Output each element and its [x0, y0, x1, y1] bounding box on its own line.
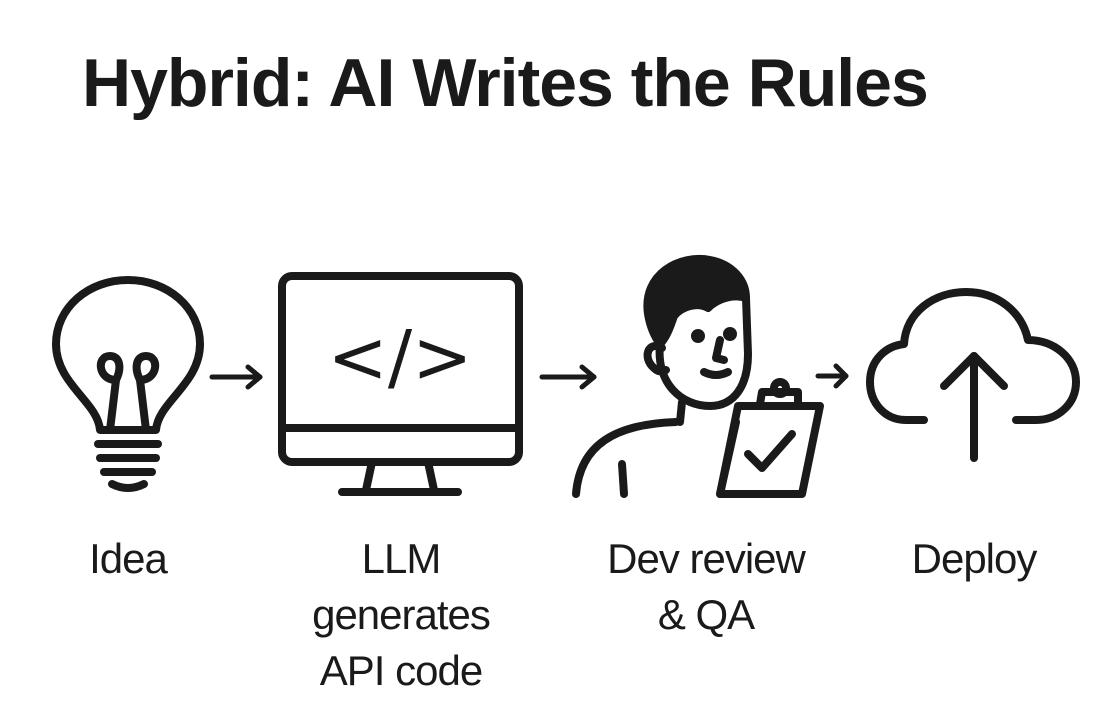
step-label-line: LLM: [361, 535, 442, 582]
monitor-code-icon: </>: [278, 272, 523, 500]
arrow-right-icon: [539, 364, 600, 390]
developer-clipboard-icon: [570, 254, 840, 504]
lightbulb-icon: [48, 272, 208, 497]
step-label-line: & QA: [657, 591, 755, 638]
code-glyph: </>: [328, 315, 473, 399]
step-label-dev-review: Dev review & QA: [576, 531, 836, 643]
arrow-right-icon: [209, 364, 266, 390]
step-label-line: Dev review: [607, 535, 806, 582]
step-label-llm: LLM generates API code: [280, 531, 522, 699]
step-label-line: API code: [319, 647, 483, 694]
arrow-right-icon: [815, 363, 850, 389]
step-label-deploy: Deploy: [874, 531, 1074, 587]
step-label-line: Idea: [89, 535, 168, 582]
page-title: Hybrid: AI Writes the Rules: [82, 45, 929, 121]
step-label-idea: Idea: [48, 531, 208, 587]
step-label-line: Deploy: [911, 535, 1038, 582]
step-label-line: generates: [312, 591, 491, 638]
cloud-upload-icon: [866, 288, 1080, 463]
